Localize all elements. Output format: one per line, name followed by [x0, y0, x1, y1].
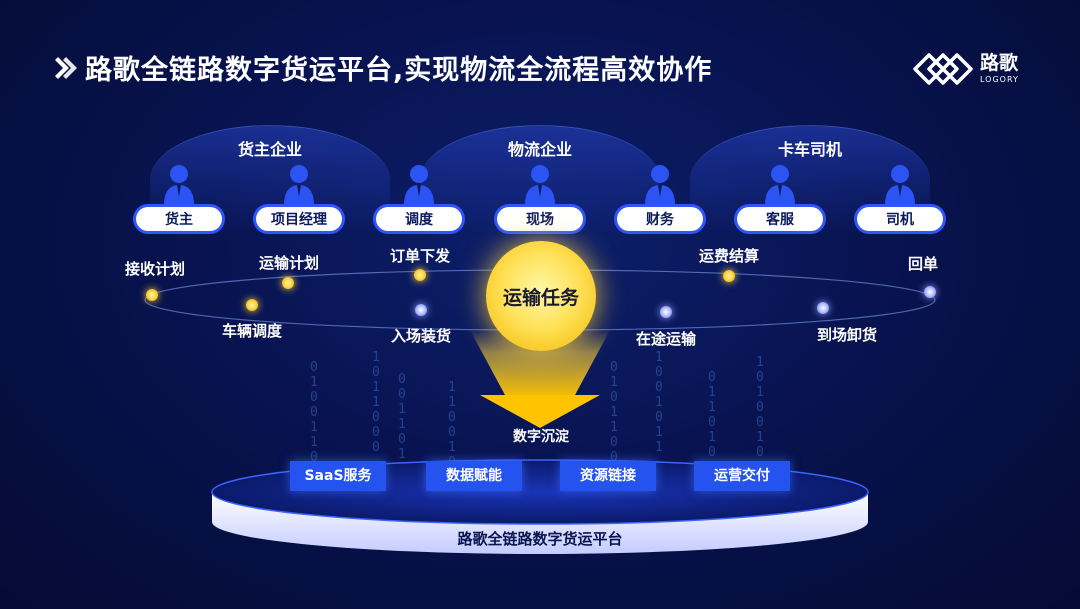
- step-dot: [415, 304, 427, 316]
- service-data-empowerment: 数据赋能: [426, 461, 522, 491]
- step-order-dispatch: 订单下发: [390, 245, 450, 266]
- step-dot: [660, 306, 672, 318]
- step-unloading: 到场卸货: [817, 324, 877, 345]
- step-dot: [817, 302, 829, 314]
- step-dot: [282, 277, 294, 289]
- transport-task-node: 运输任务: [486, 241, 596, 351]
- step-dot: [723, 270, 735, 282]
- service-resource-link: 资源链接: [560, 461, 656, 491]
- step-dot: [414, 269, 426, 281]
- digital-deposit-label: 数字沉淀: [513, 426, 569, 446]
- step-transport-plan: 运输计划: [259, 252, 319, 273]
- step-dot: [924, 286, 936, 298]
- step-receive-plan: 接收计划: [125, 258, 185, 279]
- platform-label: 路歌全链路数字货运平台: [457, 528, 622, 549]
- step-dot: [246, 299, 258, 311]
- down-arrow: [480, 395, 600, 428]
- step-in-transit: 在途运输: [636, 328, 696, 349]
- step-freight-settlement: 运费结算: [699, 245, 759, 266]
- step-vehicle-scheduling: 车辆调度: [222, 320, 282, 341]
- service-saas: SaaS服务: [290, 461, 386, 491]
- step-loading: 入场装货: [391, 325, 451, 346]
- service-operation-delivery: 运营交付: [694, 461, 790, 491]
- transport-task-label: 运输任务: [503, 283, 579, 310]
- step-receipt: 回单: [908, 253, 938, 274]
- step-dot: [146, 289, 158, 301]
